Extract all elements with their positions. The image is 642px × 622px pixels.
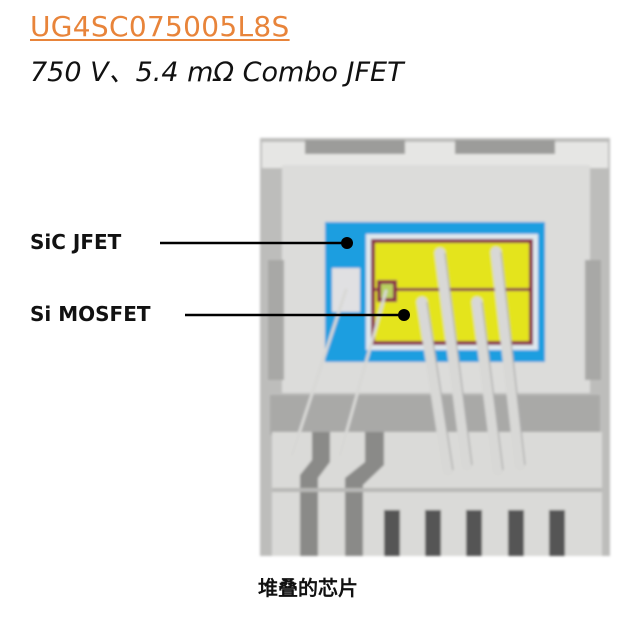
sic-jfet-marker: [341, 237, 353, 249]
package-photo: [260, 138, 610, 556]
sic-jfet-label: SiC JFET: [30, 230, 122, 254]
figure-caption: 堆叠的芯片: [258, 576, 358, 600]
part-number-link[interactable]: UG4SC075005L8S: [30, 10, 290, 43]
si-mosfet-marker: [398, 309, 410, 321]
si-mosfet-label: Si MOSFET: [30, 302, 151, 326]
part-description: 750 V、5.4 mΩ Combo JFET: [30, 57, 404, 88]
